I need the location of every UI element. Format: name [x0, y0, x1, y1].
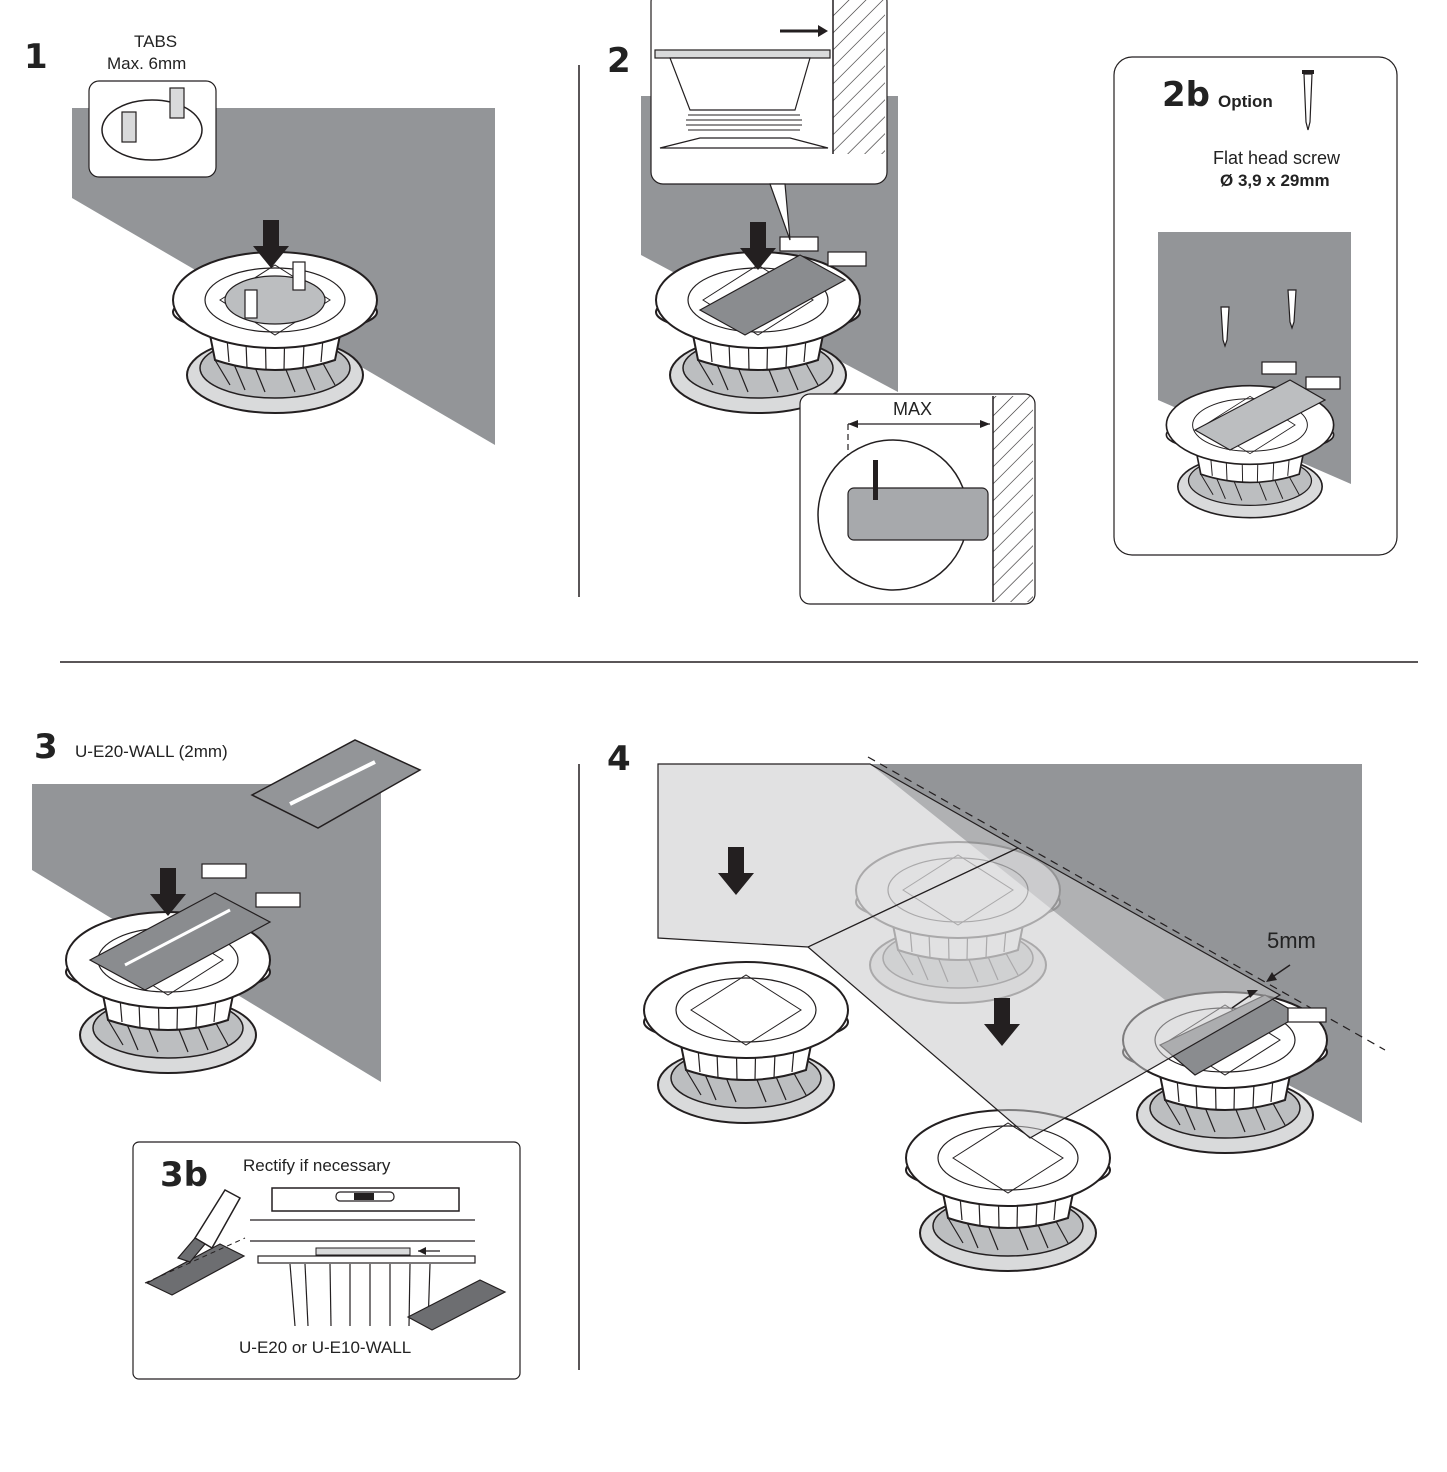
step-3-number: 3 — [34, 727, 58, 767]
wall-plate — [250, 739, 422, 829]
screw-icon — [1302, 70, 1314, 131]
step-2b-number: 2b — [1162, 75, 1210, 115]
step-2b-illustration — [1113, 56, 1398, 556]
screw-size-label: Ø 3,9 x 29mm — [1220, 171, 1330, 190]
arrow-right-icon — [818, 25, 828, 37]
screw-name-label: Flat head screw — [1213, 148, 1341, 168]
step-2-illustration — [641, 0, 1036, 605]
parts-label: U-E20 or U-E10-WALL — [239, 1338, 412, 1357]
step-3b-number: 3b — [160, 1155, 208, 1195]
step-4-illustration — [643, 756, 1386, 1272]
part-label: U-E20-WALL (2mm) — [75, 742, 228, 761]
tab-piece — [169, 87, 185, 119]
rectify-instruction: Rectify if necessary — [243, 1156, 391, 1175]
max-label: MAX — [893, 399, 933, 419]
step-3-illustration — [32, 739, 422, 1082]
step-1-illustration — [72, 80, 495, 445]
pedestal-icon — [905, 1109, 1111, 1272]
cutter-icon — [176, 1189, 242, 1263]
option-label: Option — [1218, 92, 1273, 111]
tabs-size-label: Max. 6mm — [107, 54, 187, 73]
step-3b-illustration — [132, 1141, 521, 1380]
pedestal-icon — [643, 961, 849, 1124]
tab-piece — [121, 111, 137, 143]
step-2-number: 2 — [607, 41, 631, 81]
tabs-label: TABS — [134, 32, 178, 51]
gap-label: 5mm — [1267, 928, 1316, 953]
step-4-number: 4 — [607, 739, 631, 779]
step-1-number: 1 — [24, 37, 48, 77]
